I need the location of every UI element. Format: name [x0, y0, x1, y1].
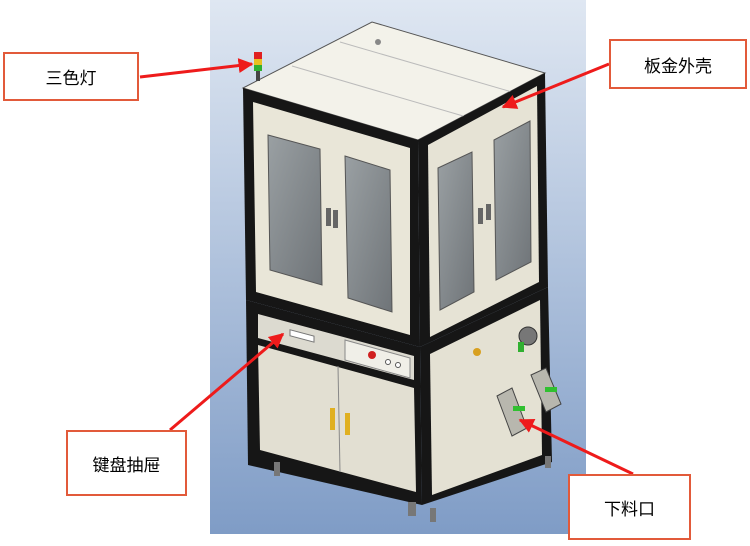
tower-light [254, 52, 262, 81]
side-window-left [437, 151, 475, 311]
arrow-discharge-port [518, 418, 634, 476]
arrow-tower-light [139, 58, 254, 79]
front-window-left [267, 134, 323, 286]
label-discharge-port: 下料口 [568, 474, 691, 540]
lower-side-panel [430, 300, 542, 495]
front-window-right [344, 155, 393, 313]
lower-front-doors [258, 345, 416, 492]
arrow-keyboard-drawer [169, 332, 285, 432]
arrow-sheet-metal-shell [501, 62, 610, 109]
side-window-right [493, 120, 532, 281]
label-keyboard-drawer: 键盘抽屉 [66, 430, 187, 496]
label-sheet-metal-shell: 板金外壳 [609, 39, 747, 89]
label-tower-light: 三色灯 [3, 52, 139, 101]
control-panel [344, 339, 411, 379]
